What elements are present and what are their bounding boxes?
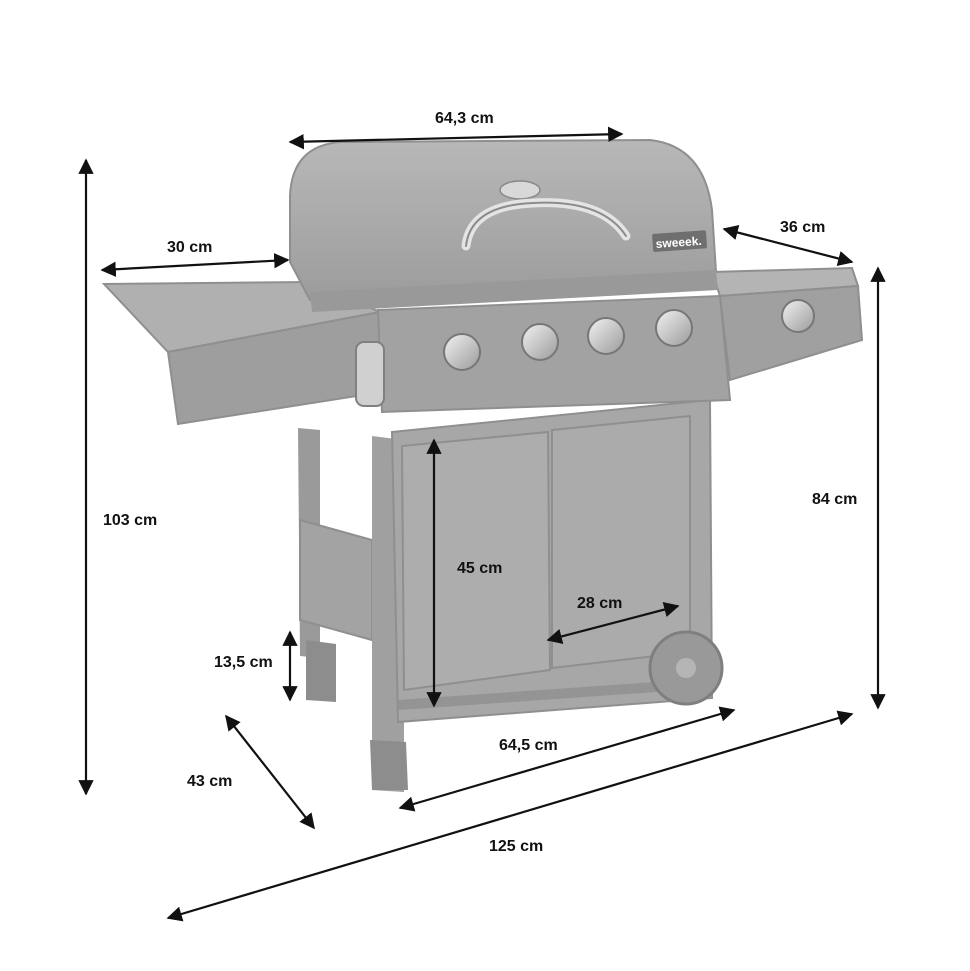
door-width-line xyxy=(546,602,680,644)
front-left-foot xyxy=(370,740,408,790)
leg-height-label: 13,5 cm xyxy=(214,654,273,671)
rear-left-foot xyxy=(306,640,336,702)
cabinet-height-label: 45 cm xyxy=(457,560,502,577)
lid-brand-text: sweeek. xyxy=(655,234,702,251)
cabinet-width-line xyxy=(398,706,736,812)
burner-knob-1 xyxy=(443,333,481,371)
wheel-hub xyxy=(676,658,696,678)
lid-width-label: 64,3 cm xyxy=(435,110,494,127)
burner-knob-2 xyxy=(521,323,559,361)
lid-thermometer xyxy=(499,180,541,200)
barbecue-illustration: sweeek. sweeek. xyxy=(101,138,864,792)
left-shelf-label: 30 cm xyxy=(167,239,212,256)
side-burner-knob xyxy=(781,299,815,333)
dimension-annotations: 64,3 cm 30 cm 36 cm 103 cm 84 cm 45 cm 2… xyxy=(78,110,886,922)
burner-knob-3 xyxy=(587,317,625,355)
burner-knobs xyxy=(443,299,815,371)
cabinet-door-right xyxy=(551,414,691,670)
left-shelf-line xyxy=(100,253,290,277)
lid-width-line xyxy=(288,126,624,150)
door-width-label: 28 cm xyxy=(577,595,622,612)
right-shelf-line xyxy=(722,225,854,266)
total-height-label: 103 cm xyxy=(103,512,157,529)
cooking-height-label: 84 cm xyxy=(812,491,857,508)
total-width-label: 125 cm xyxy=(489,838,543,855)
lid-brand-badge xyxy=(652,230,707,252)
right-side-shelf-front xyxy=(718,284,864,382)
cabinet-bottom-rail xyxy=(398,678,708,710)
side-frame-panel xyxy=(299,518,373,642)
lid-front-lip xyxy=(310,270,718,312)
cabinet-width-label: 64,5 cm xyxy=(499,737,558,754)
panel-brand-text: sweeek. xyxy=(398,411,441,425)
depth-line xyxy=(225,714,315,830)
grill-lid xyxy=(289,138,718,302)
total-width-line xyxy=(166,710,854,922)
bottle-opener xyxy=(355,341,385,407)
depth-label: 43 cm xyxy=(187,773,232,790)
right-shelf-label: 36 cm xyxy=(780,219,825,236)
burner-knob-4 xyxy=(655,309,693,347)
